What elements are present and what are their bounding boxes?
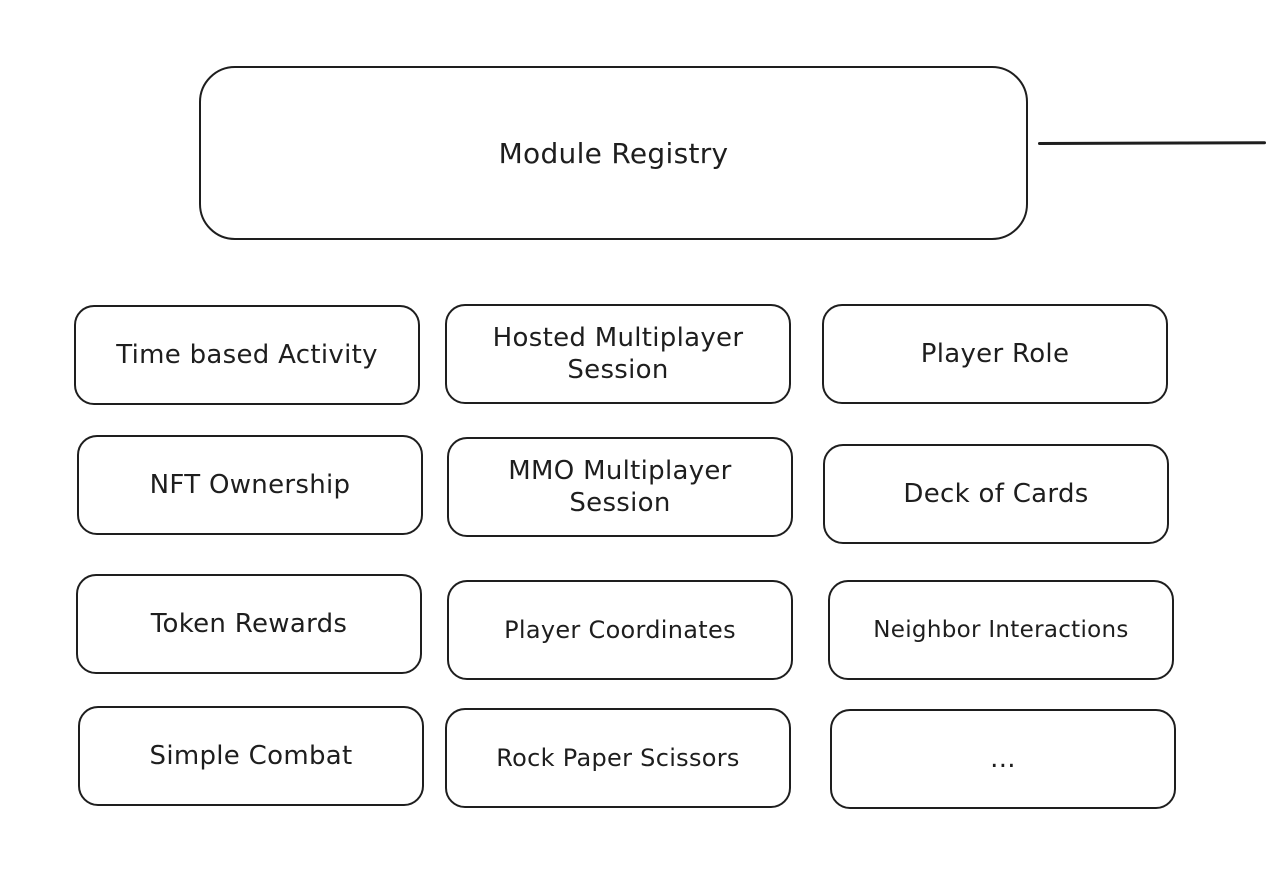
module-label: Time based Activity (116, 339, 378, 370)
module-box-nft-ownership: NFT Ownership (77, 435, 423, 535)
module-label: Player Coordinates (504, 616, 736, 644)
module-box-rock-paper-scissors: Rock Paper Scissors (445, 708, 791, 808)
module-label: Simple Combat (149, 740, 353, 771)
module-label: Rock Paper Scissors (496, 744, 740, 772)
module-label: Deck of Cards (903, 478, 1089, 509)
module-label: Token Rewards (150, 608, 348, 639)
module-label: ... (990, 743, 1016, 774)
module-registry-box: Module Registry (199, 66, 1028, 240)
module-box-more-ellipsis: ... (830, 709, 1176, 809)
module-label: Player Role (920, 338, 1070, 369)
module-box-time-based-activity: Time based Activity (74, 305, 420, 405)
module-box-deck-of-cards: Deck of Cards (823, 444, 1169, 544)
module-box-neighbor-interactions: Neighbor Interactions (828, 580, 1174, 680)
module-box-player-role: Player Role (822, 304, 1168, 404)
registry-connector-line (1037, 141, 1266, 145)
module-registry-label: Module Registry (498, 136, 729, 170)
module-label: MMO Multiplayer Session (508, 455, 732, 519)
module-label: Neighbor Interactions (873, 616, 1129, 643)
module-box-simple-combat: Simple Combat (78, 706, 424, 806)
module-label: NFT Ownership (149, 469, 351, 500)
module-box-mmo-multiplayer-session: MMO Multiplayer Session (447, 437, 793, 537)
module-label: Hosted Multiplayer Session (492, 322, 744, 386)
module-box-hosted-multiplayer-session: Hosted Multiplayer Session (445, 304, 791, 404)
module-box-token-rewards: Token Rewards (76, 574, 422, 674)
module-box-player-coordinates: Player Coordinates (447, 580, 793, 680)
